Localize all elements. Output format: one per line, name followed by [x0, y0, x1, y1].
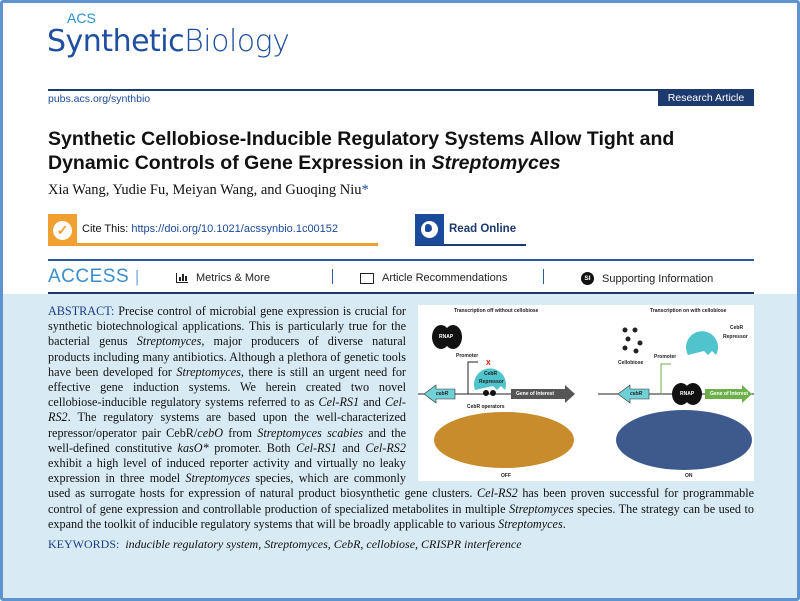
abstract-segment: species, which are commonly used as surr… [48, 471, 478, 501]
divider [48, 292, 754, 294]
abstract-segment: promoter. Both [208, 440, 297, 455]
logo-acs: ACS [67, 10, 96, 26]
abstract-text: Precise control of microbial gene expres… [48, 304, 754, 531]
keywords: KEYWORDS: inducible regulatory system, S… [48, 537, 754, 552]
globe-icon [415, 214, 444, 245]
abstract-segment: Streptomyces [185, 471, 250, 486]
abstract-segment: Streptomyces [136, 334, 202, 349]
fig-cebr-on: CebR [730, 325, 744, 331]
fig-x-mark: X [486, 360, 491, 367]
supporting-info-button[interactable]: SI Supporting Information [581, 272, 713, 285]
abstract: Transcription off without cellobiose Tra… [48, 304, 754, 552]
abstract-segment: and [359, 395, 385, 410]
fig-cellobiose: Cellobiose [618, 360, 644, 366]
separator [543, 269, 544, 284]
authors: Xia Wang, Yudie Fu, Meiyan Wang, and Guo… [48, 182, 369, 198]
abstract-segment: Cel-RS1 [296, 440, 337, 455]
separator [332, 269, 333, 284]
abstract-segment: Cel-RS2 [48, 395, 406, 425]
read-online-label: Read Online [449, 223, 517, 235]
abstract-segment: Precise control of microbial gene expres… [48, 304, 406, 349]
article-type-badge: Research Article [658, 91, 754, 106]
cite-box: ✓ Cite This: https://doi.org/10.1021/acs… [48, 214, 378, 246]
fig-operators: CebR operators [467, 404, 505, 410]
abstract-segment: Cel-RS2 [477, 486, 518, 501]
abstract-segment: , there is still an urgent need for effe… [48, 364, 406, 410]
fig-goi-on: Gene of Interest [710, 391, 749, 397]
journal-url[interactable]: pubs.acs.org/synthbio [48, 93, 151, 105]
abstract-segment: has been proven successful for programma… [48, 486, 754, 516]
fig-off-label: OFF [501, 473, 511, 479]
abstract-segment: from [223, 425, 258, 440]
fig-cebr-gene: cebR [436, 391, 449, 397]
abstract-segment: and the well-defined constitutive [48, 425, 406, 455]
fig-rnap-on: RNAP [680, 391, 695, 397]
cite-icon: ✓ [48, 214, 77, 246]
abstract-segment: cebO [197, 425, 224, 440]
bar-chart-icon [176, 273, 188, 283]
si-icon: SI [581, 272, 594, 285]
abstract-segment: and [336, 440, 366, 455]
abstract-segment: Streptomyces [509, 501, 574, 516]
abstract-segment: kasO* [177, 440, 209, 455]
abstract-segment: . The regulatory systems are based upon … [48, 410, 406, 440]
abstract-segment: Streptomyces [176, 364, 241, 379]
divider [48, 259, 754, 261]
cite-label: Cite This: [82, 223, 129, 235]
article-icon [360, 272, 374, 284]
fig-cebr: CebR [484, 371, 498, 377]
abstract-segment: Streptomyces scabies [257, 425, 363, 440]
metrics-button[interactable]: Metrics & More [176, 272, 270, 284]
abstract-segment: . [562, 516, 566, 531]
abstract-segment: , major producers of diverse natural pro… [48, 334, 406, 379]
fig-promoter: Promoter [456, 353, 479, 359]
abstract-segment: exhibit a high level of induced reporter… [48, 456, 406, 486]
access-label: ACCESS | [48, 266, 140, 287]
recommendations-label: Article Recommendations [382, 272, 508, 284]
metrics-label: Metrics & More [196, 272, 270, 284]
read-online-button[interactable]: Read Online [415, 214, 526, 246]
fig-rnap: RNAP [439, 334, 454, 340]
fig-promoter-on: Promoter [654, 354, 677, 360]
journal-logo[interactable]: ACS SyntheticBiology [47, 10, 290, 59]
fig-repressor-on: Repressor [723, 334, 748, 340]
fig-repressor: Repressor [479, 379, 504, 385]
figure-drawing [418, 325, 754, 470]
logo-name: SyntheticBiology [47, 24, 290, 59]
supporting-label: Supporting Information [602, 272, 714, 285]
fig-on-label: ON [685, 473, 693, 479]
abstract-heading: ABSTRACT: [48, 304, 115, 318]
fig-off-title: Transcription off without cellobiose [454, 308, 539, 314]
keywords-list: inducible regulatory system, Streptomyce… [125, 537, 522, 552]
fig-cebr-gene-on: cebR [630, 391, 643, 397]
divider [48, 89, 754, 91]
doi-link[interactable]: https://doi.org/10.1021/acssynbio.1c0015… [131, 223, 339, 235]
fig-goi-off: Gene of Interest [516, 391, 555, 397]
keywords-heading: KEYWORDS: [48, 537, 120, 552]
corresponding-author-mark[interactable]: * [361, 182, 369, 198]
abstract-segment: Cel-RS1 [318, 395, 360, 410]
article-title: Synthetic Cellobiose-Inducible Regulator… [48, 128, 675, 174]
abstract-segment: Streptomyces [498, 516, 563, 531]
fig-on-title: Transcription on with cellobiose [650, 308, 727, 314]
recommendations-button[interactable]: Article Recommendations [360, 272, 507, 284]
abstract-segment: species. The strategy can be used to exp… [48, 501, 754, 531]
toc-graphic[interactable]: Transcription off without cellobiose Tra… [418, 305, 754, 481]
abstract-segment: Cel-RS2 [365, 440, 406, 455]
